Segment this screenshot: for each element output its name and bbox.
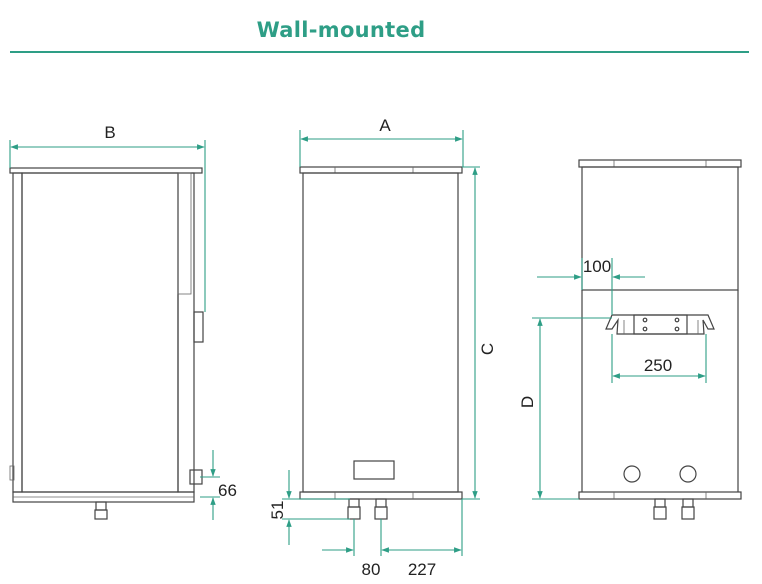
dimension-51: [282, 470, 350, 545]
dim-d-label: D: [518, 396, 537, 408]
dim-66-label: 66: [218, 481, 237, 500]
dim-b-label: B: [104, 123, 115, 142]
dimension-100: [537, 258, 645, 315]
dimension-d: [532, 317, 612, 500]
dimension-80-227: [322, 499, 463, 556]
page-title: Wall-mounted: [256, 18, 426, 42]
front-view: [299, 166, 463, 520]
dimension-a: [299, 130, 464, 167]
dim-227-label: 227: [408, 560, 436, 579]
dimension-250: [611, 334, 707, 383]
dim-80-label: 80: [362, 560, 381, 579]
dim-250-label: 250: [644, 356, 672, 375]
rear-view: [578, 159, 742, 520]
dim-51-label: 51: [268, 501, 287, 520]
dimension-66: [200, 450, 220, 520]
dim-100-label: 100: [583, 257, 611, 276]
dimension-b: [9, 140, 206, 312]
dim-a-label: A: [379, 116, 391, 135]
title-divider: [10, 51, 749, 53]
dimension-c: [462, 166, 480, 500]
dim-c-label: C: [478, 343, 497, 355]
side-view: [9, 167, 204, 520]
